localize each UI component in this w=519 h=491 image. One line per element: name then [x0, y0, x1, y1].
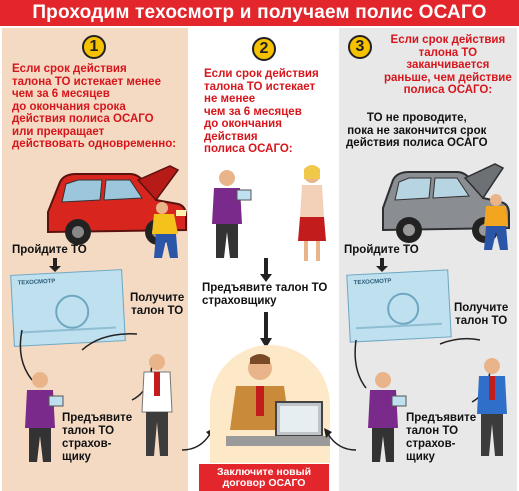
label-line: страхов- [62, 438, 112, 450]
label-line: Предъявите талон ТО [202, 282, 328, 294]
label-line: Предъявите [406, 412, 477, 424]
label-line: талон ТО [455, 315, 508, 327]
panel2-condition-line: до окончания [204, 118, 282, 130]
driver-figure-2 [212, 170, 252, 258]
insurer-figure-1 [141, 354, 173, 456]
panel1-condition-line: действия полиса ОСАГО [12, 113, 154, 125]
label-line: талон ТО [62, 425, 115, 437]
panel3-note-line: действия полиса ОСАГО [346, 137, 488, 149]
banner-line: Заключите новый [216, 465, 312, 478]
page-title: Проходим техосмотр и получаем полис ОСАГ… [32, 2, 487, 23]
card-caption: ТЕХОСМОТР [17, 278, 56, 287]
step-number-badge-2: 2 [252, 37, 276, 61]
panel1-condition-line: талона ТО истекает менее [12, 75, 161, 88]
mechanic-figure [484, 194, 508, 250]
insurer-at-desk [226, 354, 330, 446]
panel3-condition-line: талона ТО [418, 46, 478, 59]
panel3-condition-line: полиса ОСАГО: [403, 84, 493, 96]
panel1-condition-line: или прекращает [12, 125, 105, 138]
panel2-step-present-ticket: Предъявите талон ТО страховщику [202, 282, 327, 308]
label-line: Предъявите [62, 412, 133, 424]
panel3-step-present-ticket: Предъявите талон ТО страхов- щику [406, 412, 476, 464]
panel3-step-get-ticket: Получите талон ТО [454, 302, 508, 328]
panel3-condition-line: заканчивается [406, 59, 490, 71]
panel3-note: ТО не проводите, пока не закончится срок… [346, 112, 488, 150]
label-line: талон ТО [406, 425, 459, 437]
final-step-banner: Заключите новый договор ОСАГО [199, 464, 329, 491]
step-number-3: 3 [355, 38, 365, 55]
title-bar: Проходим техосмотр и получаем полис ОСАГ… [0, 0, 519, 26]
label-line: Получите [130, 292, 185, 304]
label-line: Получите [454, 302, 509, 314]
label-line: щику [62, 451, 91, 463]
label-line: страхов- [406, 438, 456, 450]
label-line: щику [406, 451, 435, 463]
panel3-condition: Если срок действия талона ТО заканчивает… [384, 34, 512, 97]
arrow-left-icon [324, 428, 357, 451]
banner-line: договор ОСАГО [222, 476, 306, 489]
panel2-condition-line: действия [204, 130, 258, 143]
panel1-condition: Если срок действия талона ТО истекает ме… [12, 63, 176, 151]
card-caption: ТЕХОСМОТР [353, 278, 392, 287]
panel1-step-pass-inspection: Пройдите ТО [12, 244, 87, 256]
panel1-step-present-ticket: Предъявите талон ТО страхов- щику [62, 412, 132, 464]
arrow-down-icon [260, 312, 272, 348]
panel3-condition-line: Если срок действия [390, 34, 506, 46]
panel1-condition-line: действовать одновременно: [12, 138, 177, 150]
panel3-condition-line: раньше, чем действие [384, 71, 512, 84]
panel1-step-get-ticket: Получите талон ТО [130, 292, 184, 318]
panel1-condition-line: до окончания срока [12, 100, 126, 113]
panel2-condition-line: Если срок действия [204, 68, 319, 80]
panel1-condition-line: Если срок действия [12, 63, 127, 75]
step-number-badge-1: 1 [82, 35, 106, 59]
grey-car-illustration [382, 163, 510, 243]
arrow-down-icon [49, 258, 61, 272]
panel2-condition: Если срок действия талона ТО истекает не… [204, 68, 319, 156]
step-number-badge-3: 3 [348, 35, 372, 59]
arrow-down-icon [376, 258, 388, 272]
panel2-condition-line: талона ТО истекает [204, 80, 316, 93]
driver-figure-3 [368, 372, 407, 462]
label-line: страховщику [202, 295, 277, 307]
driver-figure-1 [25, 372, 64, 462]
step-number-1: 1 [89, 38, 99, 55]
panel2-condition-line: не менее [204, 93, 256, 105]
insurer-figure-3 [477, 358, 507, 456]
panel3-note-line: ТО не проводите, [366, 112, 467, 124]
panel2-condition-line: чем за 6 месяцев [204, 105, 302, 118]
insurer-woman-figure [298, 165, 326, 261]
panel1-condition-line: чем за 6 месяцев [12, 88, 110, 100]
panel3-note-line: пока не закончится срок [347, 124, 487, 137]
arrow-down-icon [260, 258, 272, 282]
mechanic-figure [152, 202, 178, 258]
label-line: талон ТО [131, 305, 184, 317]
panel2-condition-line: полиса ОСАГО: [204, 143, 293, 155]
panel3-step-pass-inspection: Пройдите ТО [344, 244, 419, 256]
step-number-2: 2 [259, 40, 269, 57]
